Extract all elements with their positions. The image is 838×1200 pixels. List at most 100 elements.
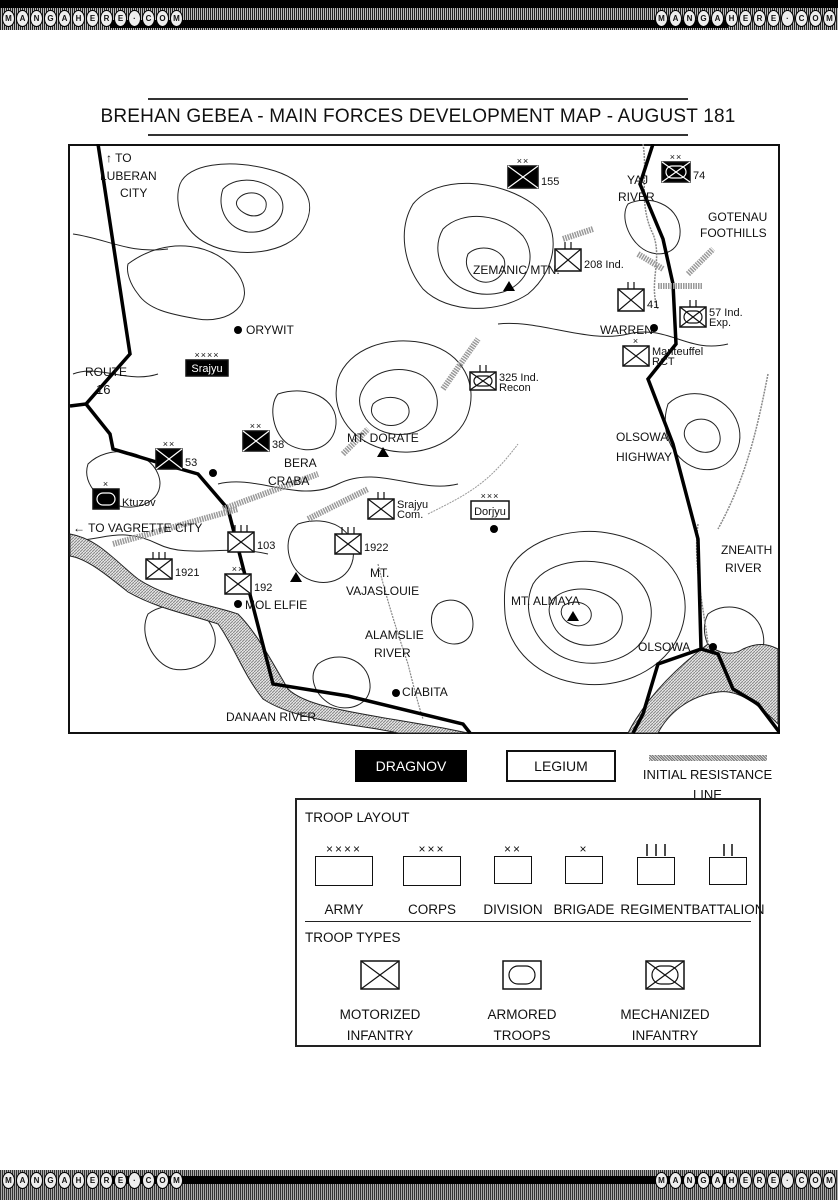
town-dot-icon: [209, 469, 217, 477]
roads: [69, 144, 780, 734]
unit-u57[interactable]: 57 Ind.Exp.: [679, 300, 743, 329]
echelon-mark: ××: [232, 564, 245, 574]
echelon-corps: ××× CORPS: [403, 842, 461, 917]
unit-u74[interactable]: ×× 74: [661, 152, 705, 183]
place-label-mt-dorate: MT. DORATE: [347, 431, 419, 445]
unit-u325[interactable]: 325 Ind.Recon: [469, 365, 539, 394]
echelon-mark: ××: [517, 156, 530, 166]
echelon-mark: ×: [633, 336, 639, 346]
unit-frame-icon: [185, 359, 229, 377]
place-label-bera-1: BERA: [284, 456, 317, 470]
unit-usrajyu[interactable]: Srajyu ××××: [185, 350, 229, 377]
place-label-alamslie-1: ALAMSLIE: [365, 628, 424, 642]
unit-name-label: Srajyu: [191, 363, 222, 375]
echelon-mark: ××: [503, 842, 522, 856]
regiment-ticks-icon: [646, 844, 666, 856]
unit-label: 38: [272, 439, 284, 451]
unit-frame-icon: [470, 500, 510, 520]
unit-label: 1922: [364, 542, 388, 554]
place-label-olsowa-hw-1: OLSOWA: [616, 430, 668, 444]
place-label-orywit: ORYWIT: [246, 323, 294, 337]
unit-u103[interactable]: 103: [227, 525, 275, 553]
echelon-mark: ×××: [481, 491, 500, 501]
troop-type-motorized: MOTORIZED INFANTRY: [305, 960, 455, 1046]
unit-label-2: Com.: [397, 509, 423, 521]
echelon-name: CORPS: [407, 902, 457, 917]
battalion-symbol-icon: [709, 857, 747, 885]
troop-type-line2: TROOPS: [493, 1028, 551, 1043]
echelon-brigade: × BRIGADE: [554, 842, 615, 917]
unit-udorjyu[interactable]: Dorjyu×××: [470, 491, 510, 520]
unit-label-2: Exp.: [709, 317, 731, 329]
infantry-cross-icon: [242, 430, 270, 452]
armor-oval-icon: [473, 375, 493, 387]
echelon-name: BRIGADE: [553, 902, 615, 917]
place-label-mol-elfie: MOL ELFIE: [245, 598, 307, 612]
infantry-cross-icon: [155, 448, 183, 470]
infantry-cross-icon: [224, 573, 252, 595]
echelon-name: ARMY: [324, 902, 364, 917]
resistance-line-swatch: [648, 755, 767, 761]
echelon-mark: ××××: [325, 842, 363, 856]
echelon-name: DIVISION: [483, 902, 543, 917]
unit-u1921[interactable]: 1921: [145, 552, 199, 580]
unit-label: 53: [185, 457, 197, 469]
regiment-symbol-icon: [637, 857, 675, 885]
place-label-olsowa: OLSOWA: [638, 640, 690, 654]
unit-uktuzov[interactable]: ×Ktuzov: [92, 479, 156, 510]
unit-label: 74: [693, 170, 705, 182]
armored-troops-icon: [502, 960, 542, 990]
place-label-zneaith-2: RIVER: [725, 561, 762, 575]
troop-types-title: TROOP TYPES: [305, 930, 401, 945]
unit-u53[interactable]: ××53: [155, 439, 197, 470]
echelon-mark: ×××: [418, 842, 446, 856]
division-symbol-icon: [494, 856, 532, 884]
place-label-to-luberan-1: ↑ TO: [106, 151, 132, 165]
echelon-name: BATTALION: [691, 902, 765, 917]
town-dot-icon: [392, 689, 400, 697]
troop-type-line2: INFANTRY: [346, 1028, 414, 1043]
legend-resistance-label-1: INITIAL RESISTANCE: [642, 767, 773, 782]
mountain-peak-icon: [503, 281, 515, 291]
echelon-mark: ××××: [194, 350, 219, 360]
map-frame: [68, 144, 780, 734]
unit-u208[interactable]: 208 Ind.: [554, 242, 624, 272]
place-label-bera-2: CRABA: [268, 474, 309, 488]
place-label-route16-2: 16: [96, 382, 110, 397]
town-dot-icon: [234, 600, 242, 608]
unit-u1922[interactable]: 1922: [334, 527, 388, 555]
unit-u41[interactable]: 41: [617, 282, 659, 312]
echelon-division: ×× DIVISION: [483, 842, 542, 917]
place-label-route16-1: ROUTE: [85, 365, 127, 379]
armor-oval-icon: [683, 310, 703, 324]
echelon-mark: ×: [579, 842, 589, 856]
infantry-cross-icon: [334, 533, 362, 555]
legend-dragnov-label: DRAGNOV: [375, 758, 447, 774]
place-label-gotenau-2: FOOTHILLS: [700, 226, 767, 240]
infantry-cross-icon: [469, 371, 497, 391]
initial-resistance-line: [112, 226, 716, 547]
mountain-peak-icon: [290, 572, 302, 582]
unit-u192[interactable]: ××192: [224, 564, 272, 595]
banner-bar: [110, 20, 728, 28]
legend-dragnov: DRAGNOV: [355, 750, 467, 782]
troop-type-line1: MOTORIZED: [339, 1007, 421, 1022]
infantry-cross-icon: [617, 288, 645, 312]
unit-u155[interactable]: ××155: [507, 156, 559, 189]
mechanized-infantry-icon: [645, 960, 685, 990]
infantry-cross-icon: [145, 558, 173, 580]
echelon-mark: ××: [670, 152, 683, 162]
armor-oval-icon: [96, 492, 116, 506]
place-label-to-luberan-3: CITY: [120, 186, 147, 200]
place-label-zneaith-1: ZNEAITH: [721, 543, 772, 557]
unit-u38[interactable]: ××38: [242, 421, 284, 452]
